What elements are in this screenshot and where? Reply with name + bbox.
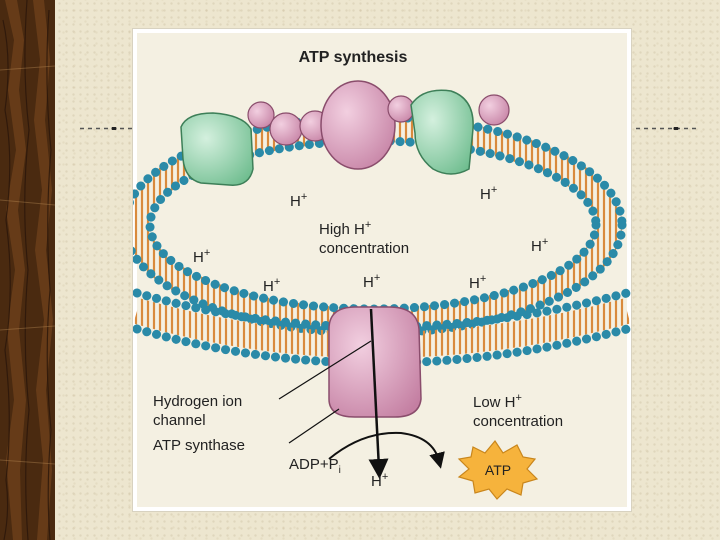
synthase-leader-line	[288, 408, 340, 444]
atp-synthase-protein	[328, 306, 422, 418]
decorative-rule-left	[80, 127, 134, 130]
svg-text:H+: H+	[531, 236, 548, 255]
reaction-arrow	[328, 431, 445, 469]
figure-title: ATP synthesis	[299, 49, 408, 66]
low-h-label: Low H+	[473, 392, 522, 411]
svg-text:H+: H+	[290, 191, 307, 210]
channel-leader-line	[278, 340, 372, 400]
channel-label-2: channel	[153, 412, 206, 429]
atp-label: ATP	[485, 462, 511, 478]
proton-flow-arrow	[368, 308, 389, 479]
high-h-concentration-label: concentration	[319, 240, 409, 257]
high-h-label: High H+	[319, 219, 371, 238]
svg-text:H+: H+	[480, 184, 497, 203]
atp-synthesis-figure: ATP synthesis H+ H+ H+	[132, 28, 632, 512]
electron-transport-proteins	[180, 80, 510, 186]
atp-burst: ATP	[457, 439, 539, 500]
proton-labels: H+ H+ H+ H+ H+ H+ H+	[193, 184, 548, 295]
svg-text:H+: H+	[193, 247, 210, 266]
channel-label: Hydrogen ion	[153, 393, 242, 410]
svg-text:H+: H+	[469, 273, 486, 292]
decorative-rule-right	[628, 127, 698, 130]
wood-border-strip	[0, 0, 55, 540]
svg-text:H+: H+	[263, 276, 280, 295]
svg-text:H+: H+	[363, 272, 380, 291]
proton-label-bottom: H+	[371, 471, 388, 490]
synthase-label: ATP synthase	[153, 437, 245, 454]
low-h-concentration-label: concentration	[473, 413, 563, 430]
adp-pi-label: ADP+Pi	[289, 456, 341, 476]
